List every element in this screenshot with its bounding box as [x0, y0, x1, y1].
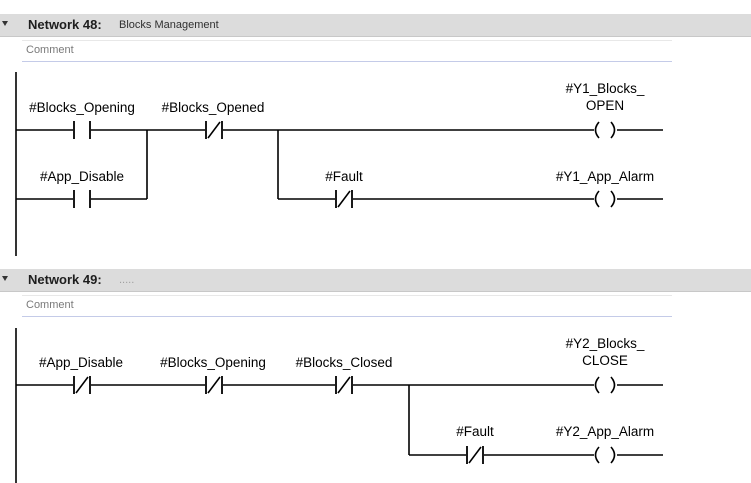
coil[interactable]	[594, 376, 616, 394]
contact-label: #App_Disable	[39, 355, 123, 370]
comment-label: Comment	[26, 44, 74, 56]
contact-nc[interactable]	[73, 376, 91, 394]
network-title: Network 49:	[28, 272, 102, 287]
network-48-header[interactable]: Network 48: Blocks Management	[0, 14, 751, 37]
network-title: Network 48:	[28, 17, 102, 32]
coil[interactable]	[594, 190, 616, 208]
contact-label: #App_Disable	[40, 169, 124, 184]
contact-no[interactable]	[73, 190, 91, 208]
network-name[interactable]: .....	[119, 274, 135, 286]
contact-label: #Blocks_Closed	[296, 355, 393, 370]
coil[interactable]	[594, 446, 616, 464]
collapse-arrow-icon[interactable]	[1, 273, 13, 285]
network-comment-field[interactable]: Comment	[22, 295, 672, 317]
coil-label: #Y2_App_Alarm	[556, 424, 654, 439]
contact-label: #Fault	[456, 424, 494, 439]
contact-no[interactable]	[73, 121, 91, 139]
coil-label: OPEN	[586, 98, 624, 113]
network-49-header[interactable]: Network 49: .....	[0, 269, 751, 292]
coil-label: CLOSE	[582, 353, 628, 368]
coil-label: #Y2_Blocks_	[566, 336, 645, 351]
coil-label: #Y1_Blocks_	[566, 81, 645, 96]
comment-label: Comment	[26, 299, 74, 311]
contact-nc[interactable]	[335, 190, 353, 208]
contact-nc[interactable]	[466, 446, 484, 464]
network-48-ladder: #Blocks_Opening #App_Disable #Blocks_Ope…	[15, 72, 663, 256]
collapse-arrow-icon[interactable]	[1, 18, 13, 30]
contact-nc[interactable]	[335, 376, 353, 394]
contact-label: #Blocks_Opening	[160, 355, 266, 370]
contact-nc[interactable]	[205, 376, 223, 394]
contact-nc[interactable]	[205, 121, 223, 139]
coil[interactable]	[594, 121, 616, 139]
coil-label: #Y1_App_Alarm	[556, 169, 654, 184]
contact-label: #Blocks_Opening	[29, 100, 135, 115]
contact-label: #Blocks_Opened	[162, 100, 265, 115]
contact-label: #Fault	[325, 169, 363, 184]
network-comment-field[interactable]: Comment	[22, 40, 672, 62]
network-name[interactable]: Blocks Management	[119, 19, 219, 31]
